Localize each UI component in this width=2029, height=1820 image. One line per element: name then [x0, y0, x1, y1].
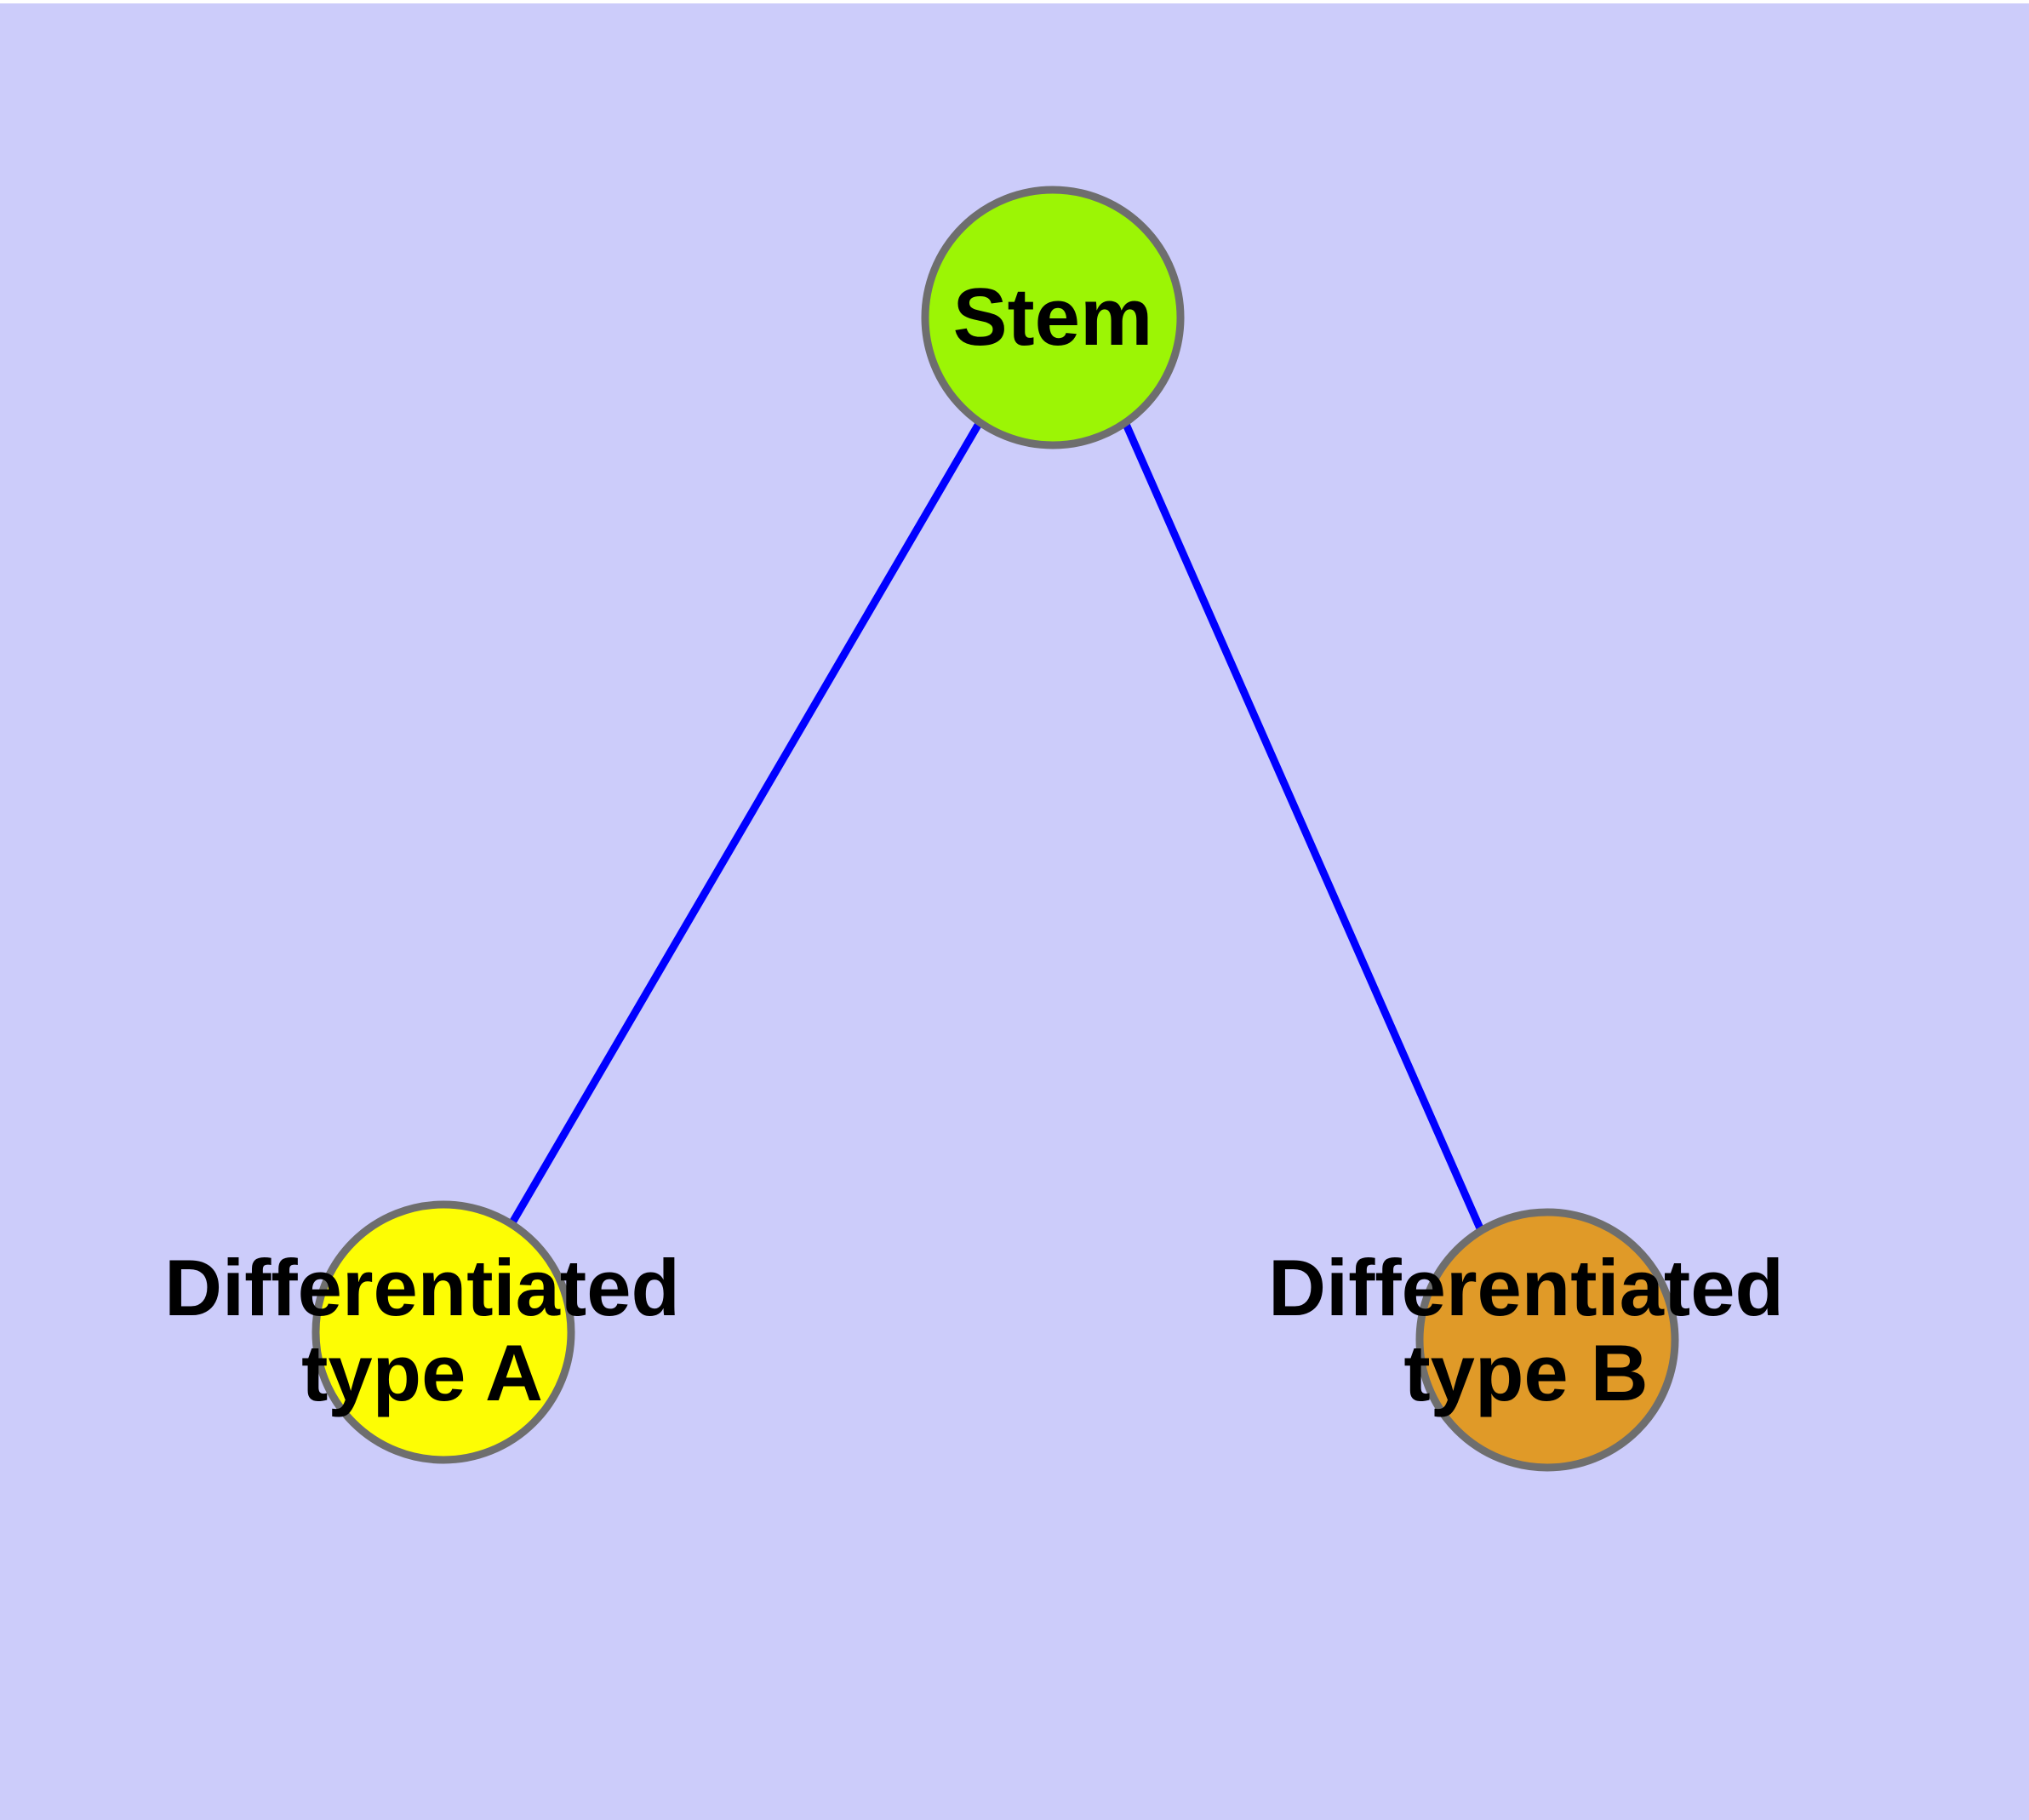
node-label-line: Differentiated [164, 1243, 680, 1332]
node-label-line: type B [1403, 1328, 1648, 1417]
node-diff_b[interactable] [1415, 1208, 1679, 1472]
node-stem[interactable] [921, 186, 1185, 449]
edge-stem-to-diff_a [508, 420, 983, 1227]
node-label-line: Differentiated [1268, 1243, 1784, 1332]
edges-group [508, 420, 1484, 1230]
node-label-stem: Stem [953, 272, 1153, 363]
node-diff_a[interactable] [311, 1200, 575, 1464]
node-label-line: Stem [953, 272, 1153, 363]
node-label-line: type A [301, 1328, 543, 1417]
nodes-group [311, 186, 1679, 1472]
edge-stem-to-diff_b [1121, 421, 1484, 1230]
